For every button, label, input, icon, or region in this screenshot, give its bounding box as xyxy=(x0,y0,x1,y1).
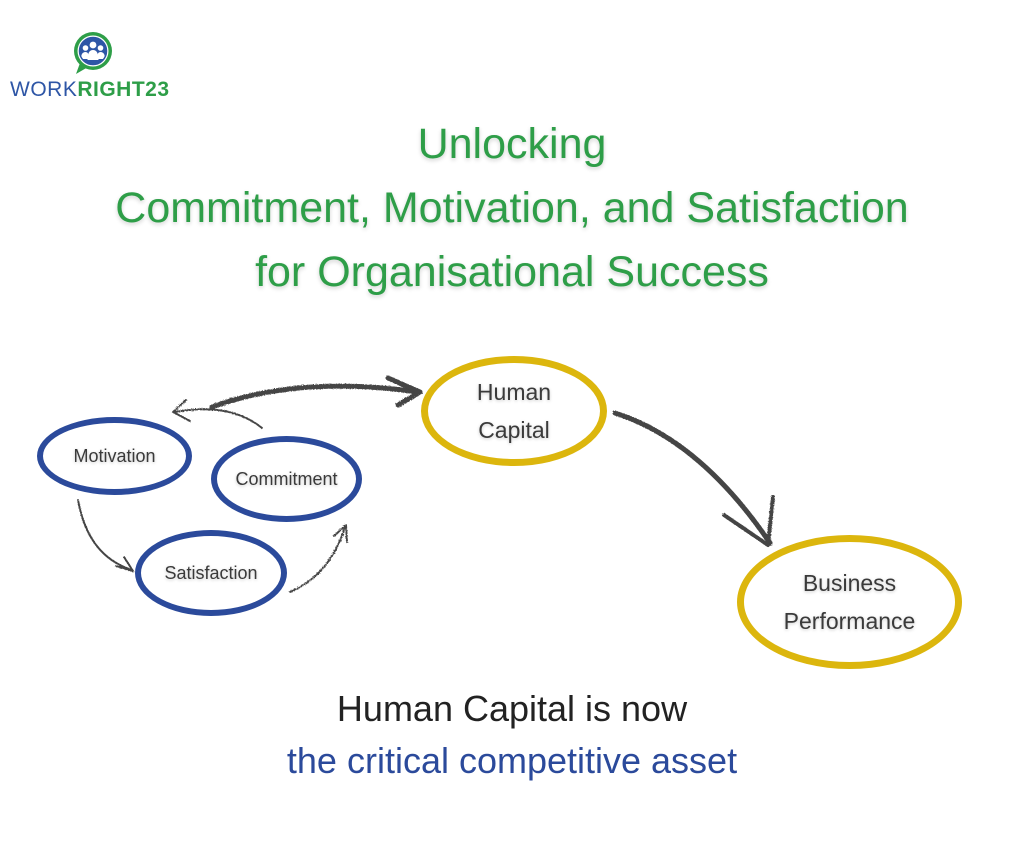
node-human-capital-line2: Capital xyxy=(478,417,550,443)
node-motivation: Motivation xyxy=(37,417,192,495)
node-satisfaction: Satisfaction xyxy=(135,530,287,616)
node-business-performance-line2: Performance xyxy=(783,608,916,634)
arrow-satisfaction-to-commitment xyxy=(289,526,346,593)
node-business-performance: Business Performance xyxy=(737,535,962,669)
node-motivation-label: Motivation xyxy=(73,445,156,466)
title-line-1: Unlocking xyxy=(417,120,607,168)
logo-text-work: WORK xyxy=(10,78,78,101)
caption-line-2: the critical competitive asset xyxy=(286,740,738,781)
node-commitment-label: Commitment xyxy=(235,468,338,489)
arrow-commitment-to-motivation xyxy=(174,408,263,429)
node-commitment: Commitment xyxy=(211,436,362,522)
arrow-motivation-to-satisfaction xyxy=(77,499,133,571)
title-line-3: for Organisational Success xyxy=(255,248,769,296)
speech-bubble-people-icon xyxy=(74,32,112,74)
node-human-capital: Human Capital xyxy=(421,356,607,466)
title-line-2: Commitment, Motivation, and Satisfaction xyxy=(115,184,909,232)
logo-text-right23: RIGHT23 xyxy=(77,78,170,101)
node-human-capital-line1: Human xyxy=(476,379,552,405)
node-satisfaction-label: Satisfaction xyxy=(164,562,258,583)
node-business-performance-line1: Business xyxy=(802,570,897,596)
workright23-logo: WORKRIGHT23 xyxy=(8,28,170,108)
arrow-human-capital-to-business-performance xyxy=(612,410,773,546)
arrow-cycle-to-human-capital xyxy=(209,383,421,410)
page-title: Unlocking Commitment, Motivation, and Sa… xyxy=(0,112,1024,304)
logo-wordmark: WORKRIGHT23 xyxy=(10,78,170,102)
caption-line-1: Human Capital is now xyxy=(336,688,688,729)
